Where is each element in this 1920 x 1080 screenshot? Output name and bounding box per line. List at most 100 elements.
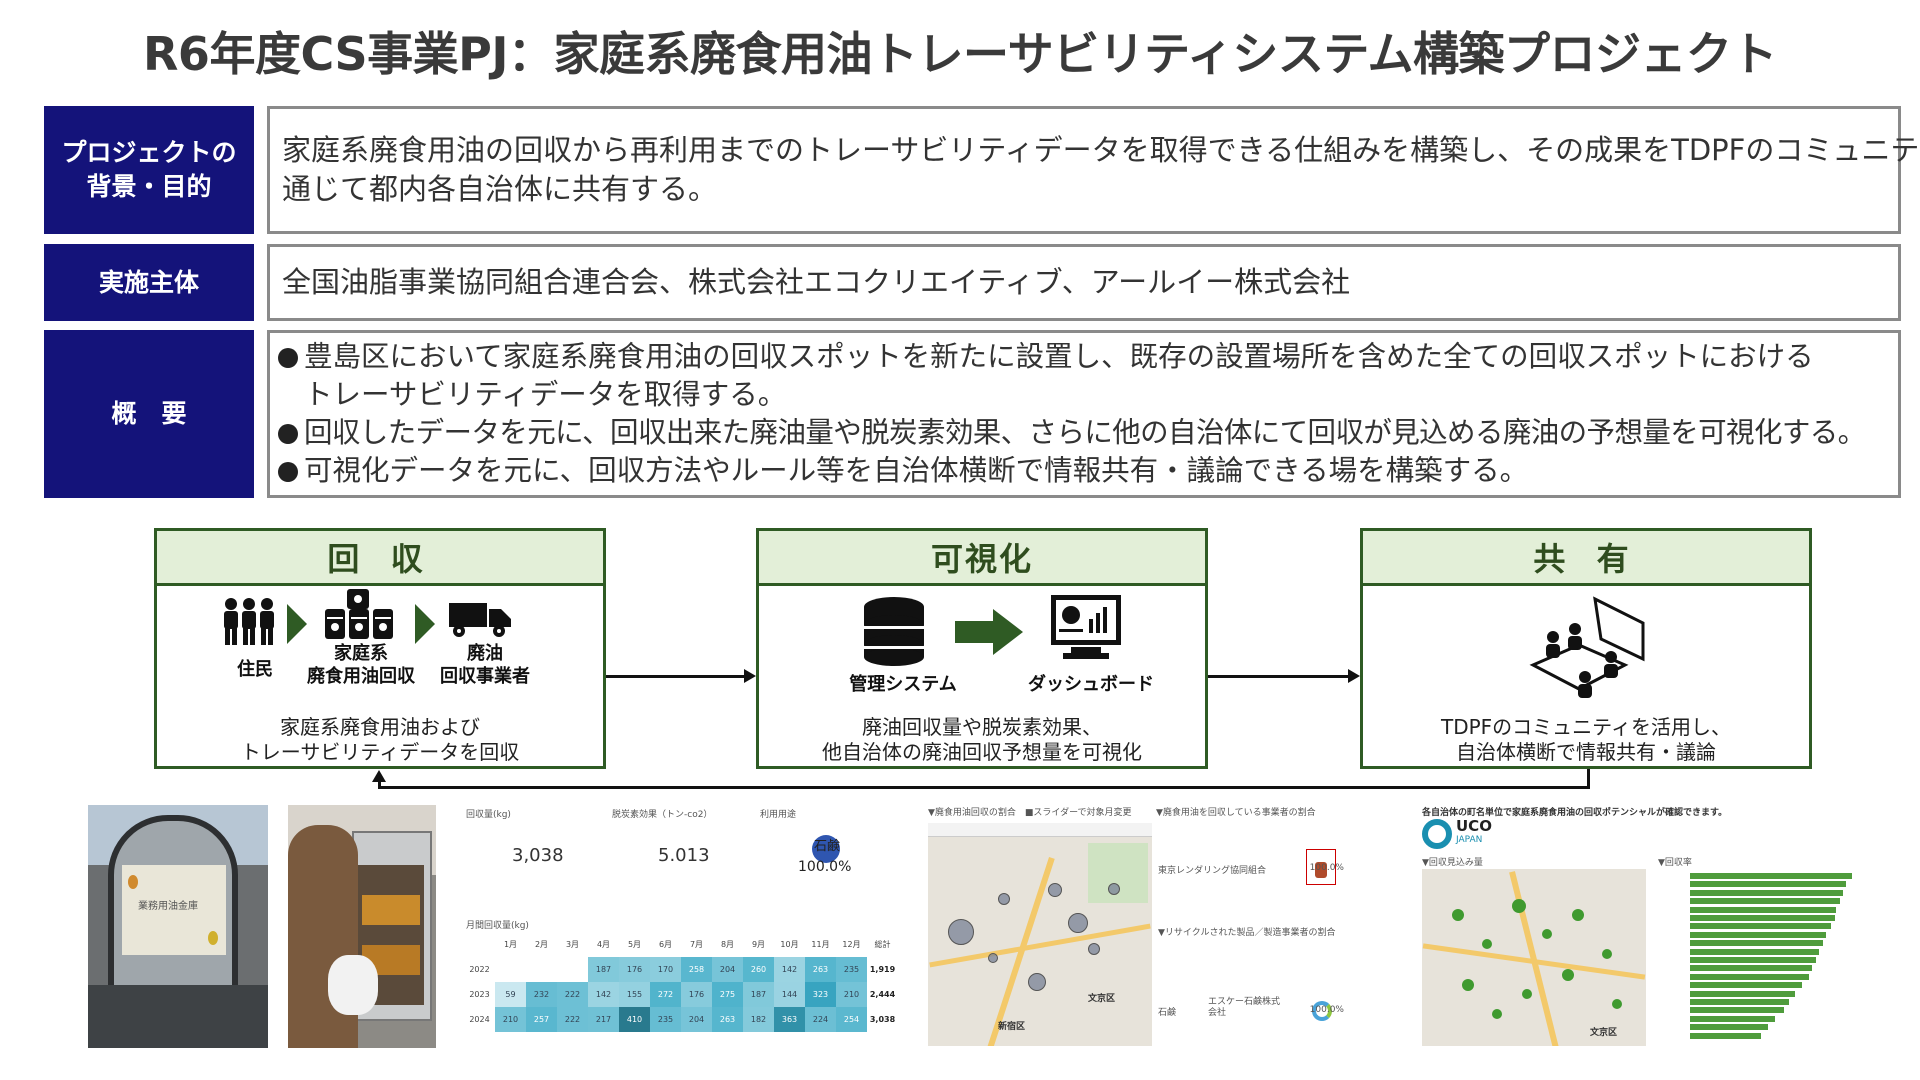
rate-bar — [1690, 906, 1837, 913]
heatmap-cell: 210 — [836, 982, 867, 1007]
heatmap-cell: 1,919 — [869, 965, 896, 974]
heatmap-month: 6月 — [658, 940, 673, 949]
heatmap-cell: 182 — [743, 1007, 774, 1032]
kpi-label-amount: 回収量(kg) — [466, 810, 511, 820]
photo-cabinet — [288, 805, 436, 1048]
heatmap-cell: 275 — [712, 982, 743, 1007]
map1-maker: エスケー石鹸株式 会社 — [1208, 997, 1281, 1018]
heatmap-cell: 142 — [588, 982, 619, 1007]
heatmap-cell: 217 — [588, 1007, 619, 1032]
truck-icon — [449, 603, 511, 637]
rate-bar — [1690, 873, 1852, 879]
usage-pie — [812, 835, 840, 863]
heatmap-cell: 257 — [526, 1007, 557, 1032]
heatmap-cell: 144 — [774, 982, 805, 1007]
rate-bar — [1690, 898, 1840, 905]
map-screenshot-1: ▼廃食用油回収の割合 ■スライダーで対象月変更 ▼廃食用油を回収している事業者の… — [926, 805, 1346, 1048]
arrow-head-icon — [744, 669, 756, 683]
heatmap-month: 4月 — [596, 940, 611, 949]
household-oil-label: 家庭系 廃食用油回収 — [307, 643, 415, 687]
overview-bullet-3: 可視化データを元に、回収方法やルール等を自治体横断で情報共有・議論できる場を構築… — [304, 453, 1529, 487]
visualize-header: 可視化 — [759, 531, 1205, 586]
rate-bar — [1690, 1007, 1784, 1014]
oil-barrels-icon — [325, 589, 393, 639]
rate-bar — [1690, 923, 1832, 930]
chevron-right-icon — [415, 604, 435, 644]
overview-bullet-1: 豊島区において家庭系廃食用油の回収スポットを新たに設置し、既存の設置場所を含めた… — [304, 340, 1814, 374]
rate-bar — [1690, 931, 1826, 938]
dashboard-icon — [1051, 595, 1121, 659]
photo-sign-text: 業務用油金庫 — [138, 901, 198, 912]
map1-map: 文京区 新宿区 — [928, 823, 1152, 1046]
heatmap-cell: 204 — [681, 1007, 712, 1032]
map-screenshot-2: 各自治体の町名単位で家庭系廃食用油の回収ポテンシャルが確認できます。 UCO J… — [1420, 805, 1876, 1048]
overview-bullet-1-cont: トレーサビリティデータを取得する。 — [304, 378, 787, 412]
rate-bar — [1690, 965, 1813, 972]
heatmap-month: 総計 — [874, 940, 891, 949]
heatmap-cell: 210 — [495, 1007, 526, 1032]
heatmap-cell: 410 — [619, 1007, 650, 1032]
heatmap-month: 5月 — [627, 940, 642, 949]
kpi-label-usage: 利用用途 — [760, 810, 797, 820]
heatmap-cell: 3,038 — [869, 1015, 896, 1024]
heatmap-month: 10月 — [780, 940, 799, 949]
rate-bar — [1690, 889, 1843, 896]
map1-org: 東京レンダリング協同組合 — [1158, 866, 1267, 876]
bullet-icon — [278, 348, 298, 369]
heatmap-month: 12月 — [842, 940, 861, 949]
heatmap-cell: 176 — [619, 957, 650, 982]
organizers-line: 全国油脂事業協同組合連合会、株式会社エコクリエイティブ、アールイー株式会社 — [282, 264, 1351, 299]
heatmap-cell: 204 — [712, 957, 743, 982]
rate-bar — [1690, 999, 1789, 1005]
rate-bar — [1690, 990, 1796, 997]
arrow-up-icon — [372, 770, 386, 782]
map1-org-pct: 100.0% — [1309, 863, 1344, 873]
rate-bar — [1690, 1032, 1762, 1039]
background-label: プロジェクトの 背景・目的 — [44, 106, 254, 234]
arrow-right-icon — [955, 609, 1023, 655]
overview-bullet-2: 回収したデータを元に、回収出来た廃油量や脱炭素効果、さらに他の自治体にて回収が見… — [304, 416, 1866, 449]
map1-left-title: ▼廃食用油回収の割合 ■スライダーで対象月変更 — [928, 808, 1132, 818]
background-text: 家庭系廃食用油の回収から再利用までのトレーサビリティデータを取得できる仕組みを構… — [267, 106, 1920, 234]
heatmap-cell: 222 — [557, 982, 588, 1007]
heatmap-month: 11月 — [811, 940, 830, 949]
heatmap-month: 7月 — [689, 940, 704, 949]
heatmap-corner — [464, 932, 495, 957]
arrow-head-icon — [1348, 669, 1360, 683]
usage-pct: 100.0% — [798, 859, 852, 875]
collect-box: 回 収 住民 家庭系 廃食用油回収 廃油 回収事業者 家庭系廃食用油および トレ… — [154, 528, 606, 769]
map1-district: 文京区 — [1088, 994, 1116, 1004]
heatmap-cell: 260 — [743, 957, 774, 982]
loop-line — [378, 786, 1590, 789]
map1-product-pct: 100.0% — [1309, 1005, 1344, 1015]
collect-header: 回 収 — [157, 531, 603, 586]
heatmap-year: 2024 — [469, 1015, 490, 1024]
bullet-icon — [278, 461, 298, 482]
rate-bar — [1690, 881, 1847, 888]
usage-label: 石鹸 — [814, 839, 841, 854]
heatmap-cell — [495, 957, 526, 982]
heatmap-cell: 142 — [774, 957, 805, 982]
rate-bar — [1690, 940, 1823, 947]
map1-product: 石鹸 — [1158, 1008, 1177, 1018]
loop-line-up — [378, 778, 381, 788]
map2-left-title: ▼回収見込み量 — [1422, 858, 1483, 868]
heatmap-cell: 235 — [650, 1007, 681, 1032]
map2-logo-sub: JAPAN — [1456, 835, 1483, 845]
map1-right-title: ▼廃食用油を回収している事業者の割合 — [1156, 808, 1316, 818]
oil-can-icon — [1306, 849, 1336, 885]
map2-rate-bars — [1658, 869, 1868, 1046]
rate-bar — [1690, 973, 1809, 980]
heatmap-cell: 59 — [495, 982, 526, 1007]
heatmap-cell: 187 — [588, 957, 619, 982]
rate-bar — [1690, 1024, 1769, 1031]
overview-label: 概 要 — [44, 330, 254, 498]
heatmap-cell: 272 — [650, 982, 681, 1007]
rate-bar — [1690, 1015, 1775, 1022]
overview-text: 豊島区において家庭系廃食用油の回収スポットを新たに設置し、既存の設置場所を含めた… — [267, 330, 1901, 498]
rate-bar — [1690, 915, 1835, 921]
heatmap-cell: 363 — [774, 1007, 805, 1032]
heatmap-year: 2023 — [469, 990, 490, 999]
